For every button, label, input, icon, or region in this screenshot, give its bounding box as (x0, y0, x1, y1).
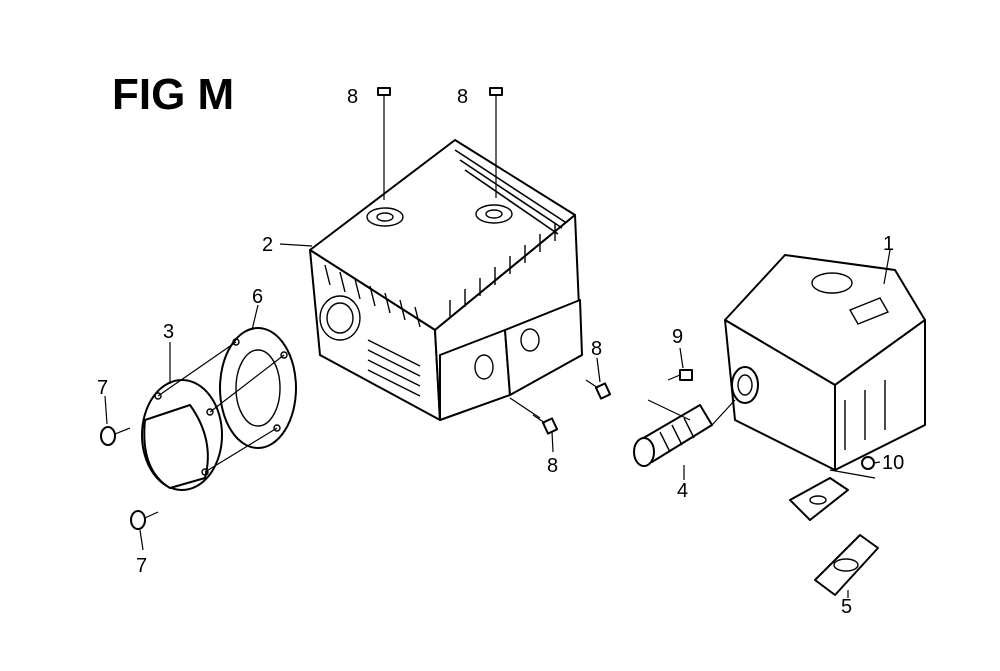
callout-8-top-left: 8 (347, 86, 358, 108)
callout-3: 3 (163, 321, 174, 343)
callout-8-right: 8 (591, 338, 602, 360)
callout-2: 2 (262, 234, 273, 256)
muffler-protector (309, 139, 583, 421)
callout-7-upper: 7 (97, 377, 108, 399)
callout-1: 1 (883, 233, 894, 255)
callout-6: 6 (252, 286, 263, 308)
callout-10: 10 (882, 452, 904, 474)
muffler-cover (141, 379, 223, 491)
spark-arrester (633, 404, 713, 467)
muffler (724, 254, 926, 521)
callout-5: 5 (841, 596, 852, 618)
gasket (814, 534, 879, 596)
exhaust-flange-plate (219, 327, 297, 449)
callout-8-top-right: 8 (457, 86, 468, 108)
bolts (100, 87, 875, 530)
callout-4: 4 (677, 480, 688, 502)
leader-lines (104, 112, 891, 598)
callout-7-lower: 7 (136, 555, 147, 577)
figure-title: FIG M (112, 70, 235, 119)
callout-8-bottom: 8 (547, 455, 558, 477)
callout-9: 9 (672, 326, 683, 348)
